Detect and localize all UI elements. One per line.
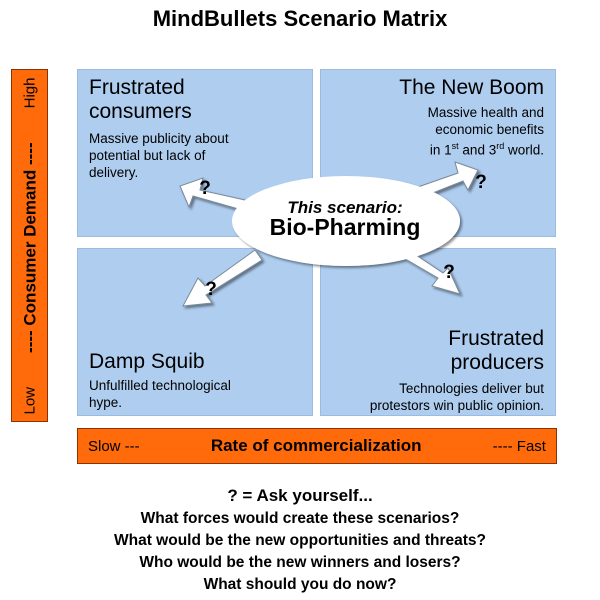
axis-commercialization-label: Rate of commercialization xyxy=(210,436,422,455)
footer-question: Who would be the new winners and losers? xyxy=(139,554,461,571)
arrow-top-left-icon xyxy=(179,177,246,211)
question-mark-bottom-right: ? xyxy=(443,262,455,283)
question-mark-top-right: ? xyxy=(475,172,487,193)
quadrant-title: Frustrated consumers xyxy=(89,76,192,123)
footer-question: What forces would create these scenarios… xyxy=(140,510,460,527)
quadrant-description: Massive health and economic benefits in … xyxy=(427,105,544,158)
question-mark-bottom-left: ? xyxy=(205,279,217,300)
footer-question: What would be the new opportunities and … xyxy=(114,532,486,549)
center-scenario-ellipse xyxy=(232,176,460,266)
page-title: MindBullets Scenario Matrix xyxy=(152,6,448,31)
arrow-bottom-left-icon xyxy=(182,249,263,307)
center-scenario-name: Bio-Pharming xyxy=(269,214,421,240)
axis-fast-label: ---- Fast xyxy=(492,437,546,455)
quadrant-description: Technologies deliver but protestors win … xyxy=(369,381,544,413)
consumer-demand-axis: Low ---- Consumer Demand ---- High xyxy=(11,69,48,422)
center-scenario-caption: This scenario: xyxy=(287,198,403,217)
axis-slow-label: Slow --- xyxy=(88,437,140,455)
quadrant-description: Unfulfilled technological hype. xyxy=(89,378,231,410)
quadrant-description: Massive publicity about potential but la… xyxy=(89,131,229,180)
quadrant-title: The New Boom xyxy=(399,76,544,99)
quadrant-title: Frustrated producers xyxy=(448,327,544,374)
question-mark-top-left: ? xyxy=(199,178,211,199)
footer-ask-yourself: ? = Ask yourself... xyxy=(227,486,373,505)
footer-question: What should you do now? xyxy=(203,576,397,593)
commercialization-axis: Slow --- Rate of commercialization ---- … xyxy=(77,428,557,464)
quadrant-damp-squib: Damp Squib Unfulfilled technological hyp… xyxy=(77,248,313,416)
quadrant-title: Damp Squib xyxy=(89,350,205,373)
